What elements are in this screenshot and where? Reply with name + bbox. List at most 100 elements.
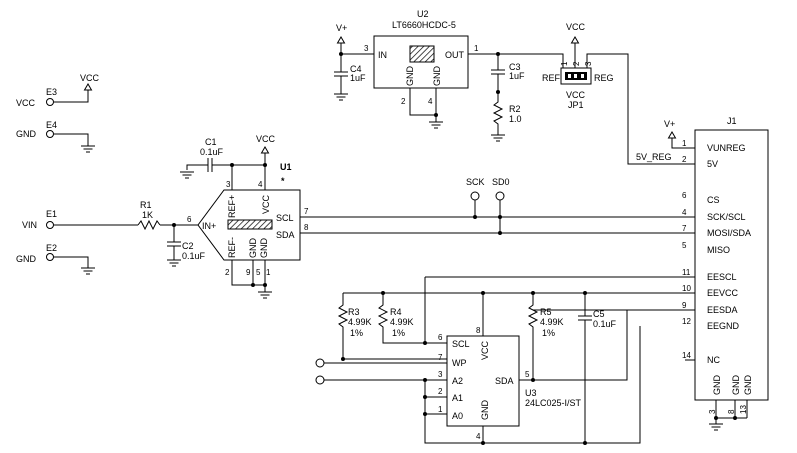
c4-ref: C4 (350, 64, 362, 74)
resistor-icon (527, 293, 539, 380)
ground-icon (708, 423, 724, 431)
capacitor-c3: C3 1uF (491, 54, 525, 94)
j1-pin-name: CS (707, 195, 720, 205)
u3-a2: A2 (452, 376, 463, 386)
ground-icon (80, 145, 96, 153)
j1-body (694, 129, 769, 401)
c5-ref: C5 (593, 309, 605, 319)
u3-pin-2: 2 (438, 387, 443, 396)
j1-vplus-label: V+ (664, 119, 675, 129)
e2-ref-label: E2 (46, 243, 57, 253)
u2-pin-1: 1 (474, 44, 479, 53)
u3-pin-3: 3 (438, 370, 443, 379)
jp1-ref: JP1 (568, 100, 584, 110)
j1-pin-number: 5 (682, 241, 687, 250)
c3-value: 1uF (509, 71, 525, 81)
u1-ref: U1 (280, 162, 292, 172)
u2-gnd2: GND (432, 66, 442, 87)
u2-part: LT6660HCDC-5 (392, 20, 456, 30)
test-point-sdo: SD0 (492, 177, 510, 233)
ground-icon (257, 291, 273, 299)
capacitor-c5: C5 0.1uF (578, 293, 617, 445)
j1-ref: J1 (727, 116, 737, 126)
u3-vcc: VCC (480, 340, 490, 360)
ground-icon (80, 267, 96, 275)
j1-pin-number: 7 (682, 224, 687, 233)
u3-a0: A0 (452, 411, 463, 421)
j1-pin-name: EEVCC (707, 288, 739, 298)
r5-value: 4.99K (540, 317, 564, 327)
sdo-label: SD0 (492, 177, 510, 187)
u1-in-plus: IN+ (202, 221, 216, 231)
r1-value: 1K (142, 210, 153, 220)
u2-ref: U2 (417, 9, 429, 19)
r4-ref: R4 (390, 307, 402, 317)
terminal-e1: VIN E1 (22, 209, 138, 230)
resistor-icon (377, 293, 447, 344)
j1-gnd-pin-number: 8 (727, 409, 736, 414)
u3-a1: A1 (452, 393, 463, 403)
jp1-pin-1: 1 (560, 61, 569, 66)
resistor-icon (492, 92, 504, 135)
u3-pin-7: 7 (438, 353, 443, 362)
resistor-icon (337, 293, 447, 360)
u3-pin-1: 1 (438, 405, 443, 414)
u3-ref: U3 (525, 388, 537, 398)
u3-wp: WP (452, 358, 467, 368)
u3-pin-4: 4 (476, 432, 481, 441)
r3-ref: R3 (348, 307, 360, 317)
j1-gnd-pin-number: 13 (739, 405, 748, 414)
resistor-r1: R1 1K (137, 200, 198, 231)
vplus-arrow-icon (337, 36, 345, 44)
j1-pin-name: NC (707, 355, 720, 365)
ic-u1: VCC U1 * 3 4 6 IN+ REF+ VCC SCL SDA REF-… (187, 134, 301, 299)
j1-gnd-pin-name: GND (743, 375, 753, 396)
u2-in: IN (378, 50, 387, 60)
r2-value: 1.0 (509, 114, 522, 124)
j1-pin-name: EESDA (707, 305, 738, 315)
c4-value: 1uF (350, 73, 366, 83)
u1-pin-9: 9 (246, 268, 251, 277)
c1-value: 0.1uF (200, 147, 224, 157)
test-point-icon (470, 191, 480, 201)
u1-ref-plus: REF+ (227, 195, 237, 218)
u1-pin-4: 4 (258, 180, 263, 189)
j1-pin-number: 2 (682, 155, 687, 164)
jp1-pin-3: 3 (584, 61, 593, 66)
resistor-r4: R4 4.99K 1% (377, 293, 447, 344)
c3-ref: C3 (509, 62, 521, 72)
ground-icon (179, 171, 195, 179)
u3-pin-6: 6 (438, 333, 443, 342)
eeprom-u3: 8 4 SCL WP A2 A1 A0 VCC GND SDA U3 24LC0… (315, 293, 582, 445)
r3-tol: 1% (350, 328, 363, 338)
terminal-e4: GND E4 (16, 120, 96, 153)
resistor-icon (137, 219, 161, 231)
regulator-u2: V+ C4 1uF 3 U2 LT6660HCDC-5 IN OUT GND G… (333, 9, 564, 129)
e3-ref-label: E3 (46, 87, 57, 97)
resistor-r5: R5 4.99K 1% (527, 293, 564, 380)
u1-pin-5: 5 (256, 268, 261, 277)
r3-value: 4.99K (348, 317, 372, 327)
u1-pin-3: 3 (226, 180, 231, 189)
e2-terminal-icon (46, 253, 54, 261)
u1-gnd1: GND (248, 238, 258, 259)
jp1-reg-label: REG (594, 73, 614, 83)
j1-pin-number: 10 (682, 284, 691, 293)
e3-net-label: VCC (16, 98, 36, 108)
u3-sda: SDA (495, 376, 514, 386)
c5-value: 0.1uF (593, 319, 617, 329)
e1-net-label: VIN (22, 220, 37, 230)
u3-pin-5: 5 (525, 370, 530, 379)
c2-value: 0.1uF (182, 251, 206, 261)
u2-vplus-label: V+ (336, 23, 347, 33)
resistor-r2: R2 1.0 (490, 92, 522, 142)
u2-gnd1: GND (405, 66, 415, 87)
u1-ref-minus: REF- (227, 237, 237, 258)
u2-pin-3: 3 (364, 44, 369, 53)
r5-tol: 1% (542, 328, 555, 338)
j1-pin-number: 9 (682, 301, 687, 310)
r5-ref: R5 (540, 307, 552, 317)
j1-gnd-pin-number: 3 (708, 409, 717, 414)
